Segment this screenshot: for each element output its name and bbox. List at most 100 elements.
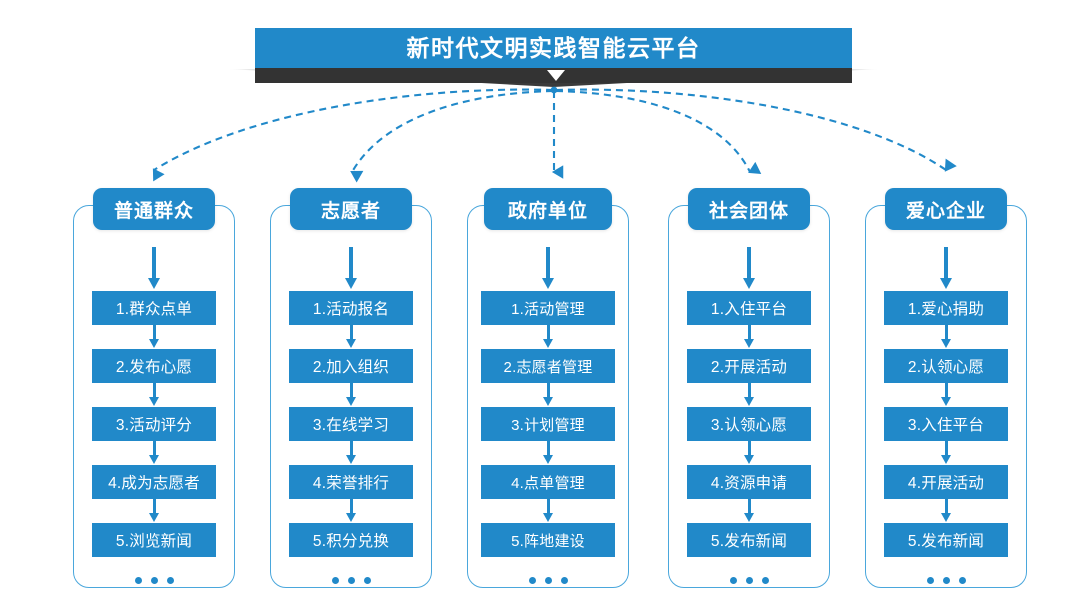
node-public-2[interactable]: 2.发布心愿 — [92, 349, 216, 383]
arrow-down-icon — [148, 499, 160, 523]
arrow-down-icon — [345, 383, 357, 407]
arrow-down-icon — [940, 383, 952, 407]
arrow-down-icon-lead — [148, 247, 160, 291]
arrow-down-icon — [542, 325, 554, 349]
arrow-stem — [747, 325, 751, 341]
ellipsis-dot — [363, 577, 371, 584]
column-public: 普通群众 1.群众点单 2.发布心愿 3.活动评分 4.成为志愿者 5.浏览新闻 — [73, 188, 235, 588]
node-volunteer-3[interactable]: 3.在线学习 — [289, 407, 413, 441]
arrow-stem — [152, 325, 156, 341]
node-charity-enterprise-2[interactable]: 2.认领心愿 — [884, 349, 1008, 383]
node-volunteer-4[interactable]: 4.荣誉排行 — [289, 465, 413, 499]
column-header-charity-enterprise[interactable]: 爱心企业 — [885, 188, 1007, 230]
arrow-stem — [546, 441, 550, 457]
arrow-head — [941, 513, 951, 522]
arrow-down-icon — [743, 441, 755, 465]
column-social-group: 社会团体 1.入住平台 2.开展活动 3.认领心愿 4.资源申请 5.发布新闻 — [668, 188, 830, 588]
platform-banner: 新时代文明实践智能云平台 — [255, 28, 852, 68]
node-public-1[interactable]: 1.群众点单 — [92, 291, 216, 325]
arrow-stem — [944, 441, 948, 457]
node-charity-enterprise-4[interactable]: 4.开展活动 — [884, 465, 1008, 499]
arrow-down-icon — [542, 441, 554, 465]
arrow-stem — [546, 325, 550, 341]
chevron-down-icon — [547, 70, 565, 81]
ellipsis-dot — [958, 577, 966, 584]
column-header-public[interactable]: 普通群众 — [93, 188, 215, 230]
column-header-social-group[interactable]: 社会团体 — [688, 188, 810, 230]
ellipsis-dot — [347, 577, 355, 584]
arrow-stem — [152, 383, 156, 399]
node-social-group-4[interactable]: 4.资源申请 — [687, 465, 811, 499]
arrow-head — [346, 513, 356, 522]
arrow-head — [743, 278, 755, 289]
column-charity-enterprise: 爱心企业 1.爱心捐助 2.认领心愿 3.入住平台 4.开展活动 5.发布新闻 — [865, 188, 1027, 588]
fan-arrow-5 — [555, 88, 957, 172]
more-items-ellipsis[interactable] — [528, 577, 568, 584]
node-public-4[interactable]: 4.成为志愿者 — [92, 465, 216, 499]
ellipsis-dot — [528, 577, 536, 584]
column-header-government[interactable]: 政府单位 — [484, 188, 612, 230]
ellipsis-dot — [942, 577, 950, 584]
arrow-head — [543, 397, 553, 406]
node-public-5[interactable]: 5.浏览新闻 — [92, 523, 216, 557]
node-social-group-5[interactable]: 5.发布新闻 — [687, 523, 811, 557]
node-charity-enterprise-5[interactable]: 5.发布新闻 — [884, 523, 1008, 557]
arrow-head — [149, 513, 159, 522]
node-government-4[interactable]: 4.点单管理 — [481, 465, 615, 499]
arrow-down-icon-lead — [345, 247, 357, 291]
column-government: 政府单位 1.活动管理 2.志愿者管理 3.计划管理 4.点单管理 5.阵地建设 — [467, 188, 629, 588]
arrow-head — [941, 339, 951, 348]
arrow-down-icon — [743, 383, 755, 407]
column-volunteer: 志愿者 1.活动报名 2.加入组织 3.在线学习 4.荣誉排行 5.积分兑换 — [270, 188, 432, 588]
arrow-stem — [944, 325, 948, 341]
arrow-down-icon — [148, 441, 160, 465]
page-title: 新时代文明实践智能云平台 — [406, 34, 701, 61]
more-items-ellipsis[interactable] — [331, 577, 371, 584]
node-volunteer-2[interactable]: 2.加入组织 — [289, 349, 413, 383]
node-charity-enterprise-1[interactable]: 1.爱心捐助 — [884, 291, 1008, 325]
arrow-down-icon-lead — [743, 247, 755, 291]
arrow-stem — [152, 499, 156, 515]
arrow-down-icon — [940, 499, 952, 523]
node-social-group-3[interactable]: 3.认领心愿 — [687, 407, 811, 441]
more-items-ellipsis[interactable] — [729, 577, 769, 584]
arrow-down-icon — [542, 499, 554, 523]
arrow-head — [941, 455, 951, 464]
arrow-stem — [944, 247, 948, 281]
fan-arrow-2 — [350, 89, 554, 183]
node-government-1[interactable]: 1.活动管理 — [481, 291, 615, 325]
node-social-group-2[interactable]: 2.开展活动 — [687, 349, 811, 383]
arrow-down-icon — [148, 325, 160, 349]
arrow-stem — [349, 441, 353, 457]
node-government-2[interactable]: 2.志愿者管理 — [481, 349, 615, 383]
ellipsis-dot — [544, 577, 552, 584]
arrow-head — [149, 455, 159, 464]
node-government-3[interactable]: 3.计划管理 — [481, 407, 615, 441]
column-body: 1.活动报名 2.加入组织 3.在线学习 4.荣誉排行 5.积分兑换 — [270, 247, 432, 584]
arrow-down-icon — [345, 499, 357, 523]
node-public-3[interactable]: 3.活动评分 — [92, 407, 216, 441]
node-government-5[interactable]: 5.阵地建设 — [481, 523, 615, 557]
node-volunteer-5[interactable]: 5.积分兑换 — [289, 523, 413, 557]
column-body: 1.爱心捐助 2.认领心愿 3.入住平台 4.开展活动 5.发布新闻 — [865, 247, 1027, 584]
arrow-stem — [152, 247, 156, 281]
arrow-stem — [747, 383, 751, 399]
arrow-stem — [546, 383, 550, 399]
ellipsis-dot — [134, 577, 142, 584]
more-items-ellipsis[interactable] — [926, 577, 966, 584]
arrow-head — [149, 339, 159, 348]
more-items-ellipsis[interactable] — [134, 577, 174, 584]
arrow-head — [744, 397, 754, 406]
arrow-head — [744, 513, 754, 522]
ellipsis-dot — [926, 577, 934, 584]
node-social-group-1[interactable]: 1.入住平台 — [687, 291, 811, 325]
arrow-stem — [349, 499, 353, 515]
arrow-down-icon-lead — [542, 247, 554, 291]
node-charity-enterprise-3[interactable]: 3.入住平台 — [884, 407, 1008, 441]
arrow-stem — [349, 383, 353, 399]
node-volunteer-1[interactable]: 1.活动报名 — [289, 291, 413, 325]
column-header-volunteer[interactable]: 志愿者 — [290, 188, 412, 230]
ellipsis-dot — [331, 577, 339, 584]
arrow-down-icon — [542, 383, 554, 407]
